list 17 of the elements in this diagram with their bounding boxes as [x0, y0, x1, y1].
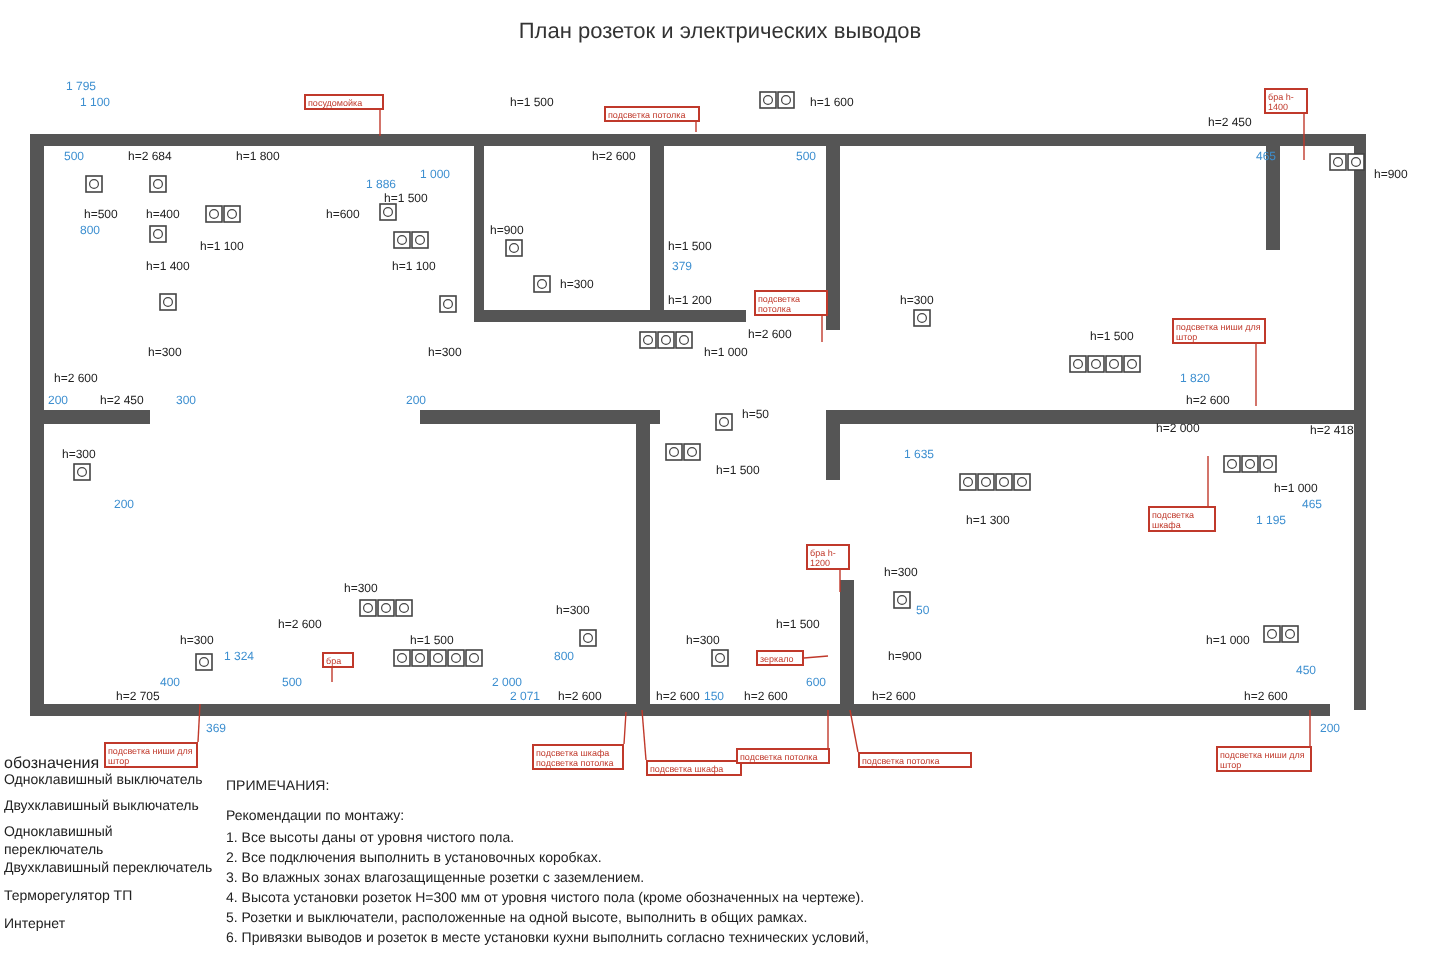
plan-title: План розеток и электрических выводов: [516, 20, 924, 44]
leader-line: [331, 667, 333, 683]
leader-line: [827, 709, 829, 749]
leader-line: [379, 109, 381, 137]
leader-line: [1255, 343, 1257, 407]
leader-line: [623, 711, 627, 745]
leader-line: [1303, 113, 1305, 161]
leader-line: [821, 315, 823, 343]
leader-line: [839, 569, 841, 593]
leader-line: [641, 709, 647, 761]
leader-line: [803, 655, 829, 659]
legend-title: обозначения: [4, 756, 100, 772]
leader-line: [1309, 709, 1311, 747]
leader-line: [1207, 455, 1209, 507]
leader-line: [849, 709, 859, 753]
leader-line: [695, 121, 697, 133]
leader-line: [197, 703, 201, 743]
